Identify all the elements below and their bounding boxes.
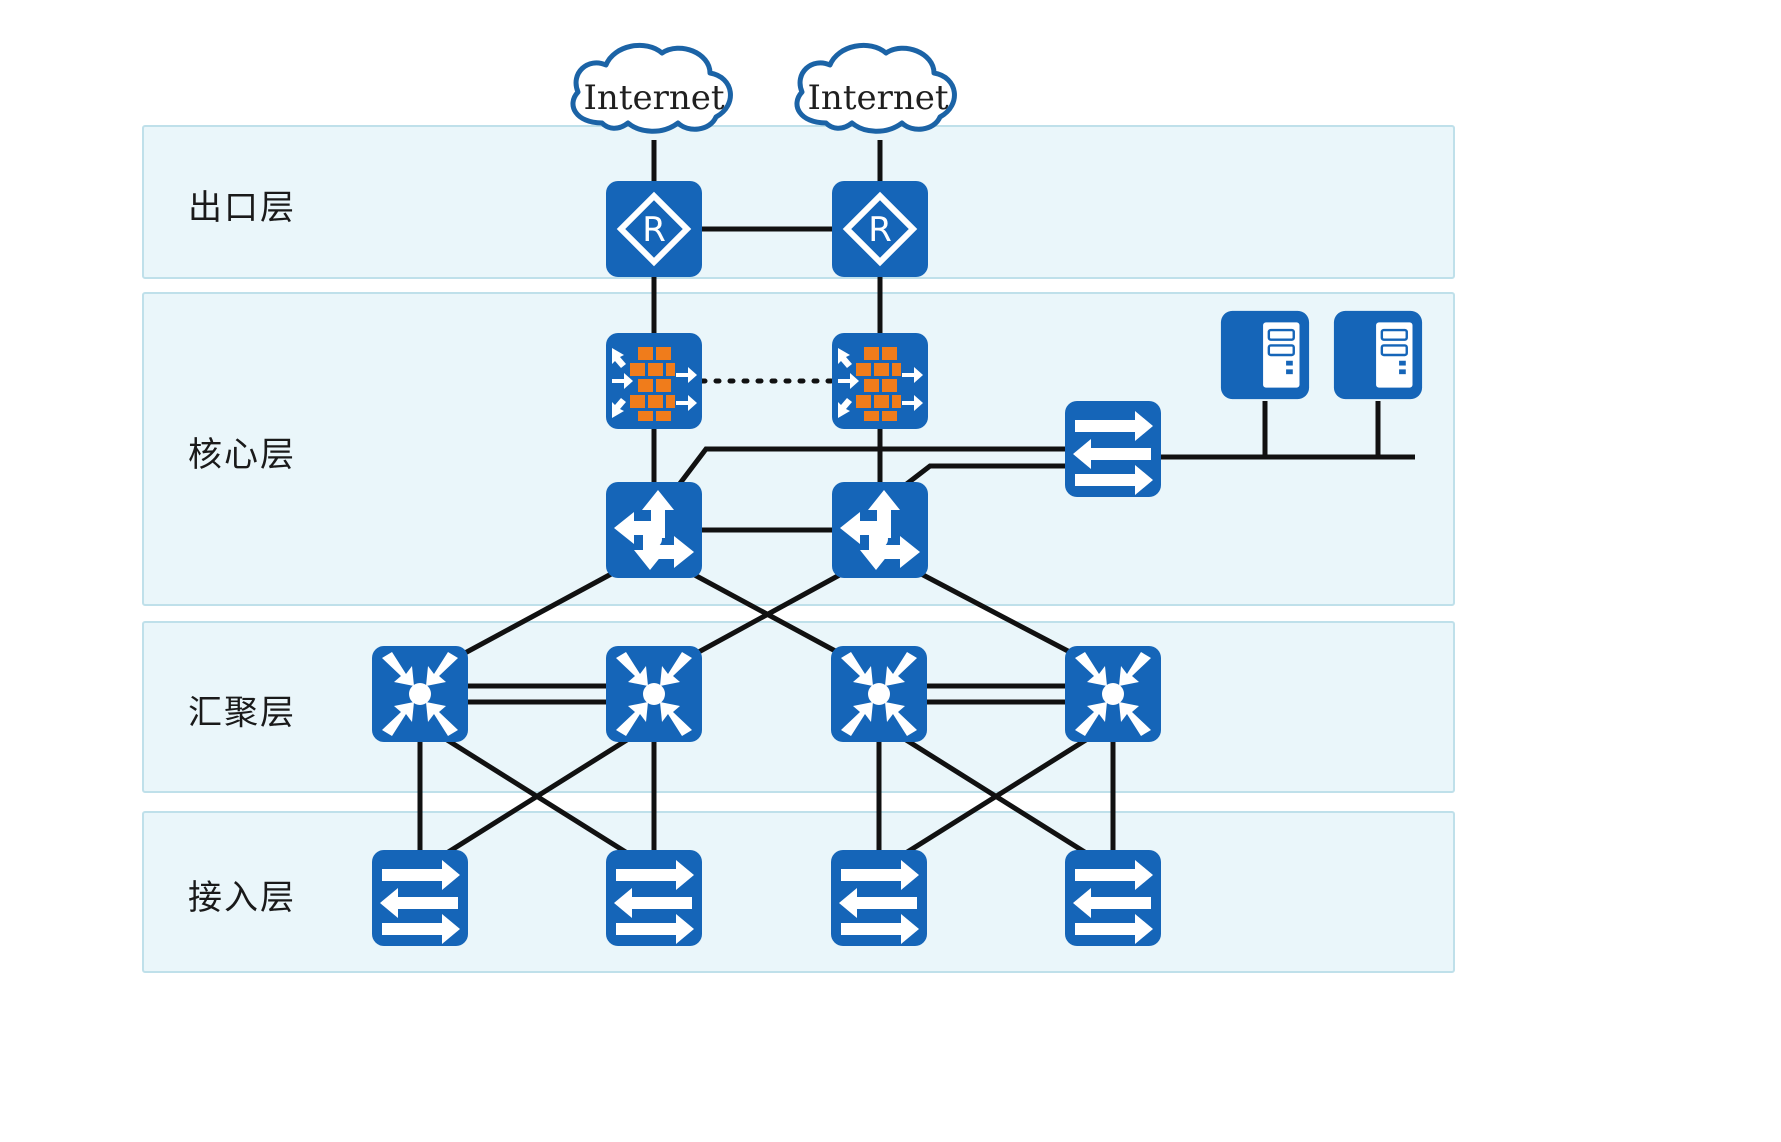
cloud-internet-2: Internet: [797, 45, 954, 131]
link-core1-dmz: [676, 446, 1065, 488]
link-agg2-acc1: [440, 735, 632, 859]
firewall-icon: [832, 333, 928, 429]
switch-icon: [831, 850, 927, 946]
router-icon: [606, 181, 702, 277]
firewall-icon: [606, 333, 702, 429]
aggregation-switch-icon: [831, 646, 927, 742]
link-core2-dmz: [902, 463, 1065, 488]
device-agg-switch-4[interactable]: [1065, 646, 1161, 742]
link-agg4-acc3: [899, 735, 1091, 859]
device-router-2[interactable]: [832, 181, 928, 277]
layer-band-access: [142, 811, 1455, 973]
link-core2-agg4: [904, 563, 1087, 663]
layer-band-egress: [142, 125, 1455, 279]
core-switch-icon: [606, 482, 702, 578]
device-server-1[interactable]: [1219, 309, 1311, 401]
internet-clouds: Internet Internet: [573, 45, 954, 131]
device-dmz-switch[interactable]: [1065, 401, 1161, 497]
link-lines: [417, 140, 1415, 859]
router-icon: [832, 181, 928, 277]
link-core2-agg2: [682, 563, 858, 663]
device-access-switch-4[interactable]: [1065, 850, 1161, 946]
device-server-2[interactable]: [1332, 309, 1424, 401]
aggregation-switch-icon: [606, 646, 702, 742]
link-core1-agg1: [450, 563, 628, 663]
layer-band-aggregation: [142, 621, 1455, 793]
cloud-label: Internet: [807, 78, 948, 118]
layer-label-access: 接入层: [188, 878, 296, 918]
device-access-switch-3[interactable]: [831, 850, 927, 946]
device-agg-switch-3[interactable]: [831, 646, 927, 742]
device-agg-switch-1[interactable]: [372, 646, 468, 742]
layer-label-aggregation: 汇聚层: [188, 693, 296, 733]
switch-icon: [1065, 401, 1161, 497]
device-firewall-1[interactable]: [606, 333, 702, 429]
server-icon: [1219, 309, 1311, 401]
core-switch-icon: [832, 482, 928, 578]
aggregation-switch-icon: [1065, 646, 1161, 742]
device-agg-switch-2[interactable]: [606, 646, 702, 742]
server-icon: [1332, 309, 1424, 401]
device-router-1[interactable]: [606, 181, 702, 277]
cloud-label: Internet: [583, 78, 724, 118]
device-firewall-2[interactable]: [832, 333, 928, 429]
device-access-switch-2[interactable]: [606, 850, 702, 946]
device-access-switch-1[interactable]: [372, 850, 468, 946]
aggregation-switch-icon: [372, 646, 468, 742]
switch-icon: [1065, 850, 1161, 946]
switch-icon: [606, 850, 702, 946]
device-core-switch-1[interactable]: [606, 482, 702, 578]
layer-label-core: 核心层: [188, 435, 296, 475]
cloud-internet-1: Internet: [573, 45, 730, 131]
device-core-switch-2[interactable]: [832, 482, 928, 578]
switch-icon: [372, 850, 468, 946]
layer-label-egress: 出口层: [188, 188, 296, 228]
layer-bands: [142, 125, 1455, 973]
